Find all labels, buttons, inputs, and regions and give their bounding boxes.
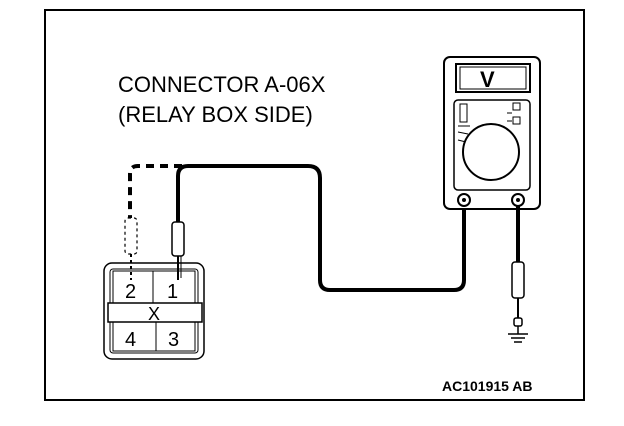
voltmeter-mode-symbol: V xyxy=(480,67,495,92)
test-lead-positive xyxy=(176,164,466,292)
range-indicator-right-bottom xyxy=(512,116,521,125)
voltmeter: V xyxy=(443,56,541,210)
ground-clip xyxy=(513,317,523,327)
dial-tick-2 xyxy=(457,131,469,135)
connector: 2 1 X 4 3 xyxy=(103,262,205,360)
pin-cell-3 xyxy=(155,321,196,352)
probe-body xyxy=(171,221,185,257)
connector-mark: X xyxy=(148,304,160,324)
ground-probe-body xyxy=(511,261,525,299)
connector-title-line1: CONNECTOR A-06X xyxy=(118,72,326,97)
range-indicator-left xyxy=(459,103,468,123)
voltmeter-display xyxy=(455,63,531,93)
range-indicator-right-top xyxy=(512,102,521,111)
connector-title-line2: (RELAY BOX SIDE) xyxy=(118,102,313,127)
pin-label-1: 1 xyxy=(167,281,178,303)
pin-cell-1 xyxy=(152,270,196,304)
pin-label-2: 2 xyxy=(125,281,136,303)
pin-label-4: 4 xyxy=(125,329,136,351)
probe-pin-1 xyxy=(171,164,466,292)
jack-negative-center xyxy=(516,198,520,202)
figure-id: AC101915 AB xyxy=(442,378,533,394)
pin-label-3: 3 xyxy=(168,329,179,351)
jack-positive-center xyxy=(462,198,466,202)
ground-lead xyxy=(508,205,528,343)
figure-frame xyxy=(44,9,585,401)
alternate-probe-body xyxy=(124,217,138,255)
alternate-probe-dashed xyxy=(124,164,182,280)
rotary-dial xyxy=(462,123,520,181)
alternate-lead-dashed xyxy=(128,164,182,218)
dial-panel xyxy=(453,99,531,191)
voltmeter-display-inner xyxy=(459,66,527,90)
